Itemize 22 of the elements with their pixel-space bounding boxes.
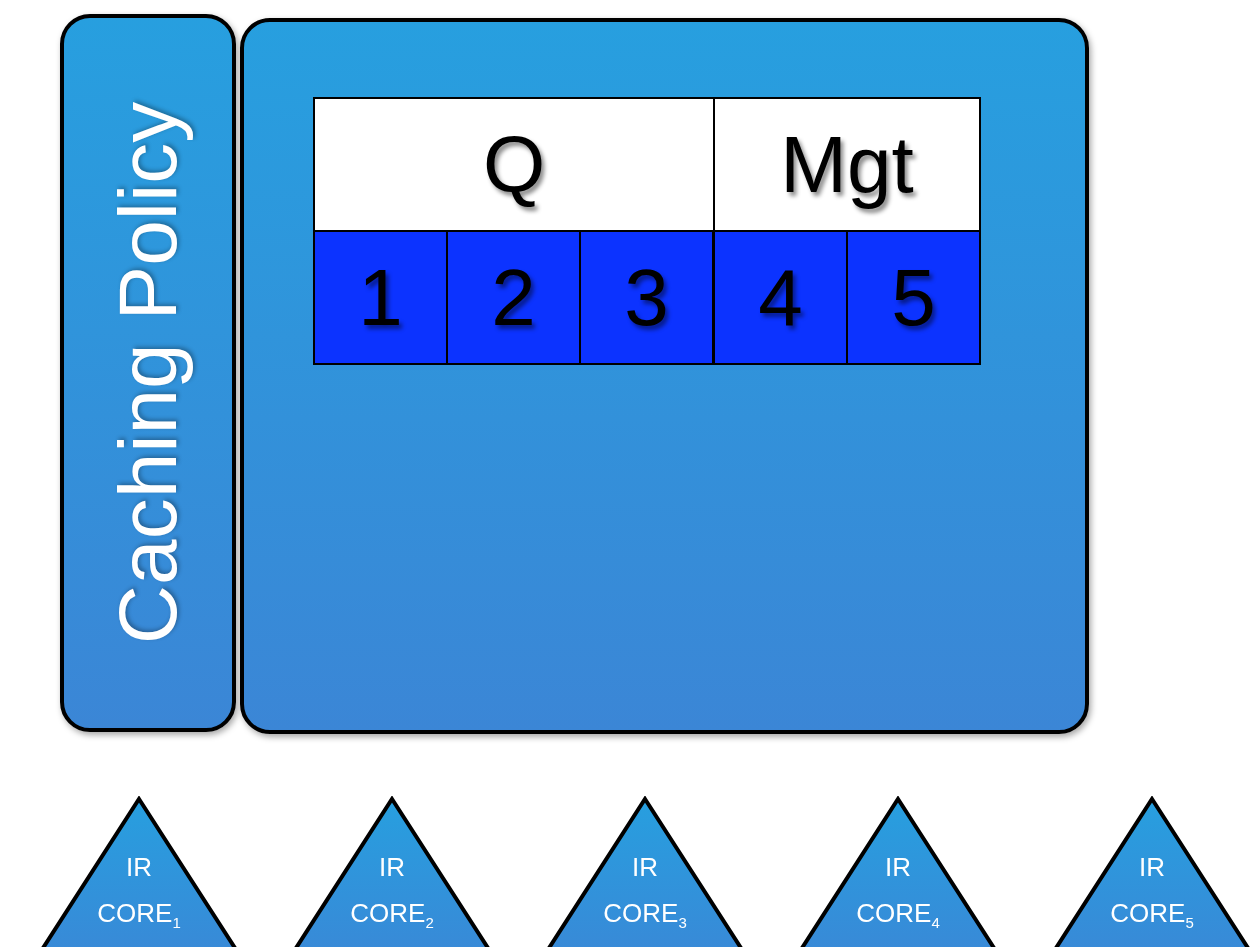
slot-number: 1: [358, 251, 403, 344]
table-cell: [446, 230, 581, 365]
slot-number: 5: [891, 251, 936, 344]
table-cell: [313, 230, 448, 365]
policy-label: Caching Policy: [101, 101, 194, 645]
table-cell: [713, 230, 848, 365]
slot-number: 4: [758, 251, 803, 344]
header-label: Q: [482, 118, 546, 211]
table-header-cell: [713, 97, 981, 232]
core-label: IR CORE$_{5}$: [1109, 851, 1195, 934]
slot-number: 3: [624, 251, 669, 344]
core-label: IR CORE$_{3}$: [602, 851, 688, 934]
core-label: IR CORE$_{2}$: [349, 851, 435, 934]
table-cell: [579, 230, 714, 365]
slot-number: 2: [491, 251, 536, 344]
cache-panel: [240, 18, 1089, 734]
table-cell: [846, 230, 981, 365]
table-header-cell: [313, 97, 715, 232]
core-label: IR CORE$_{1}$: [96, 851, 182, 934]
core-label: IR CORE$_{4}$: [855, 851, 941, 934]
header-label: Mgt: [780, 118, 914, 211]
policy-bar: [60, 14, 236, 732]
